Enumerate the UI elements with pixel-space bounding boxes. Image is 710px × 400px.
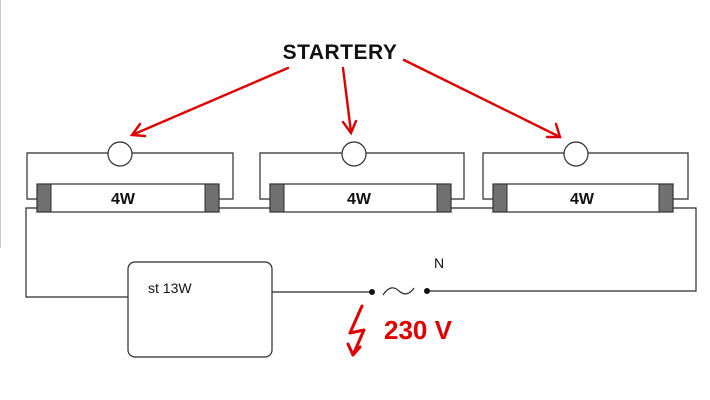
starters — [107, 141, 589, 167]
tube-cap — [36, 183, 52, 213]
tube-cap — [204, 183, 220, 213]
ballast: st 13W — [127, 261, 273, 358]
startery-title: STARTERY — [283, 41, 398, 64]
fuse-icon — [382, 287, 415, 296]
lightning-icon — [346, 304, 366, 357]
supply-terminals — [369, 287, 430, 296]
tube-cap — [269, 183, 285, 213]
tube-3-power: 4W — [570, 191, 595, 208]
starter-arrows — [129, 58, 562, 139]
arrow-left — [129, 66, 290, 138]
starter-1 — [107, 141, 133, 167]
tube-cap — [658, 183, 674, 213]
tube-2-power: 4W — [347, 191, 372, 208]
tube-3: 4W — [492, 183, 674, 213]
neutral-label: N — [434, 255, 444, 271]
ballast-label: st 13W — [148, 280, 192, 296]
arrow-middle — [341, 66, 358, 136]
neutral-terminal — [424, 288, 430, 294]
phase-terminal — [369, 289, 375, 295]
starter-3 — [563, 141, 589, 167]
tube-1-power: 4W — [111, 191, 136, 208]
tube-2: 4W — [269, 183, 452, 213]
supply-voltage-label: 230 V — [384, 315, 453, 345]
tube-cap — [436, 183, 452, 213]
starter-2 — [341, 141, 367, 167]
supply-wires — [25, 207, 697, 298]
arrow-right — [402, 58, 562, 139]
tube-1: 4W — [36, 183, 220, 213]
tube-cap — [492, 183, 508, 213]
